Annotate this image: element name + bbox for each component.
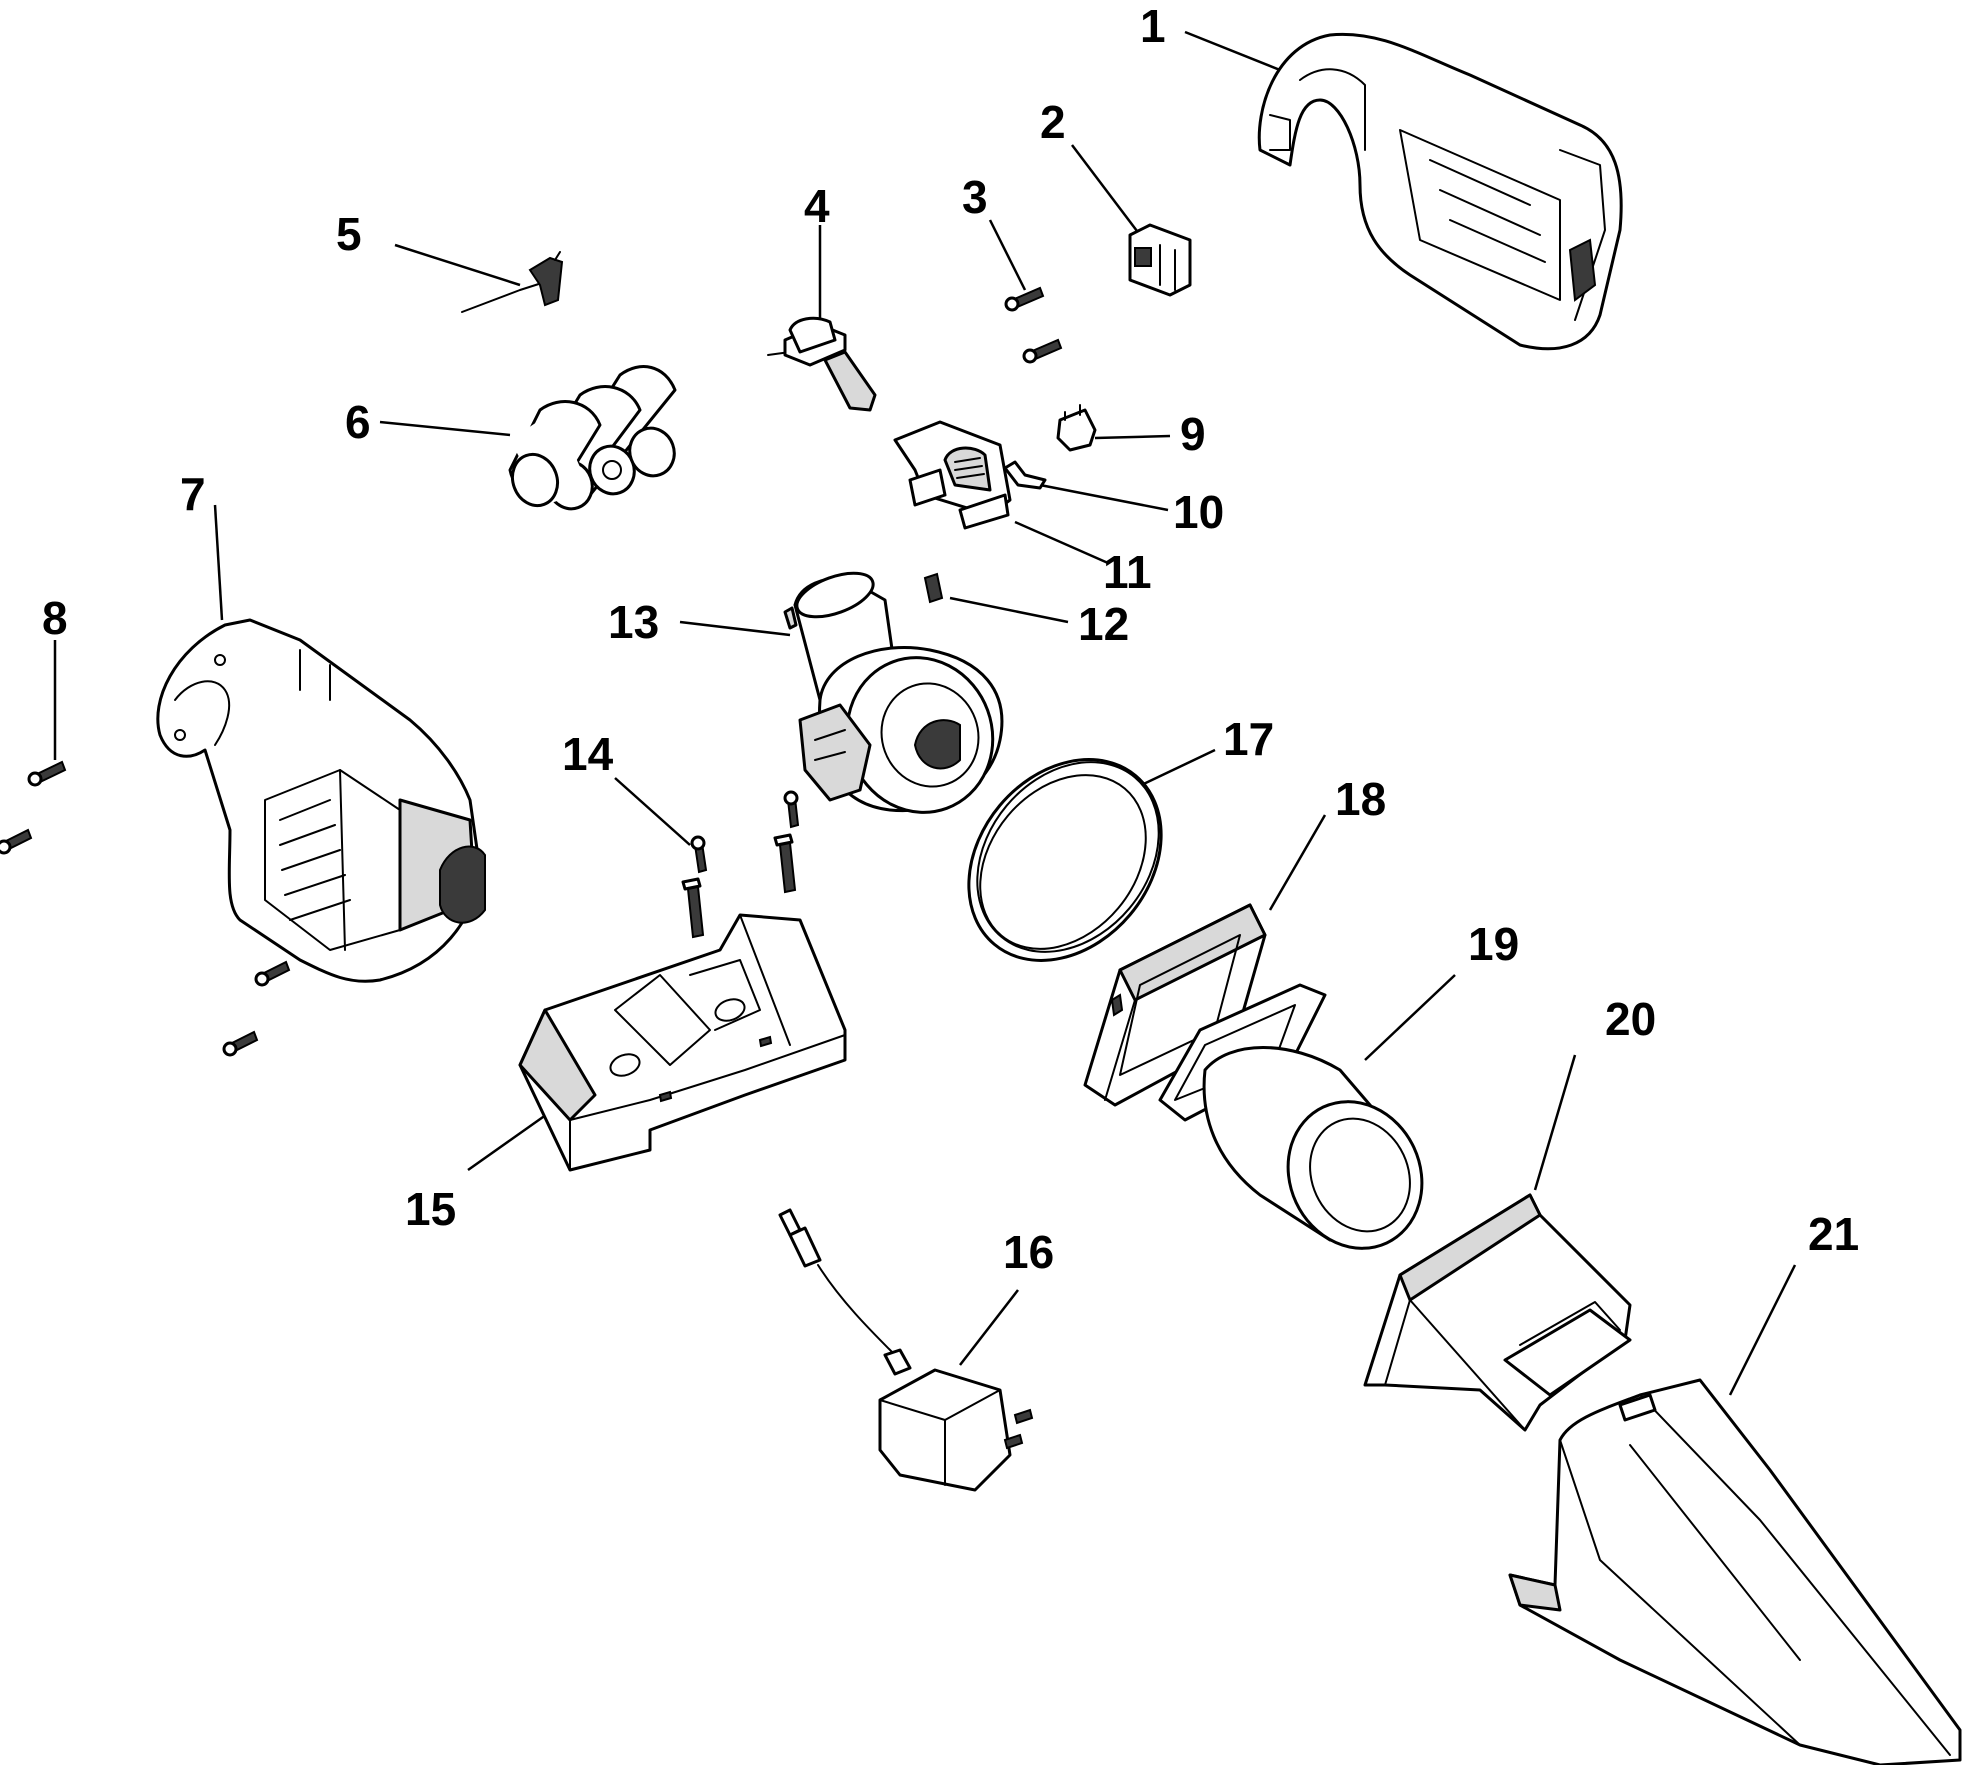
callout-11: 11 [1103,546,1152,598]
callout-8: 8 [42,592,68,644]
callout-7: 7 [180,468,206,520]
callout-15: 15 [405,1183,456,1235]
callout-21: 21 [1808,1208,1859,1260]
part-15-charging-base [518,913,847,1172]
callout-18: 18 [1335,773,1386,825]
leader-5 [394,243,521,287]
leader-13 [679,620,791,637]
leader-21 [1728,1264,1797,1396]
leader-16 [959,1289,1019,1366]
leader-19 [1364,974,1456,1061]
part-18-filter-frame [1083,903,1267,1107]
callout-labels: 1 2 3 4 5 6 7 8 9 10 11 12 13 14 15 16 1… [42,0,1859,1278]
callout-19: 19 [1468,918,1519,970]
callout-9: 9 [1180,408,1206,460]
callout-16: 16 [1003,1226,1054,1278]
leader-20 [1533,1054,1577,1191]
part-10-contact [1003,460,1047,490]
leader-18 [1268,814,1327,911]
callout-4: 4 [804,180,830,232]
leader-10 [1039,483,1169,512]
callout-5: 5 [336,208,362,260]
part-16-charger [778,1208,1034,1492]
leader-lines [53,30,1797,1396]
leader-14 [614,777,691,846]
leader-12 [949,596,1069,624]
callout-17: 17 [1223,713,1274,765]
part-7-front-housing [156,618,486,983]
leader-7 [213,504,224,621]
part-11-release-button [893,420,1012,530]
callout-20: 20 [1605,993,1656,1045]
leader-9 [1094,434,1171,440]
part-5-terminal [461,251,564,313]
part-2-switch [1128,223,1192,297]
callout-14: 14 [562,728,614,780]
part-17-gasket [967,758,1163,962]
leader-11 [1014,520,1109,565]
callout-13: 13 [608,596,659,648]
part-14-screws [681,790,800,939]
callout-6: 6 [345,396,371,448]
part-1-rear-housing [1257,32,1623,351]
leader-2 [1071,144,1141,236]
callout-1: 1 [1140,0,1166,52]
callout-12: 12 [1078,598,1129,650]
callout-2: 2 [1040,96,1066,148]
callout-10: 10 [1173,486,1224,538]
part-13-motor-assembly [783,571,1004,814]
leader-1 [1184,30,1286,74]
part-19-filter [1158,983,1424,1250]
part-4-charge-contact [767,316,877,412]
part-6-battery-pack [508,365,677,511]
leader-6 [379,420,511,437]
callout-3: 3 [962,171,988,223]
part-3-screws [1004,286,1063,364]
part-12-spring [923,572,944,604]
part-20-filter-cage [1363,1193,1632,1432]
part-9-clip [1056,404,1097,452]
part-21-nozzle [1508,1378,1962,1765]
leader-3 [988,219,1027,291]
part-8-screws [0,760,291,1057]
